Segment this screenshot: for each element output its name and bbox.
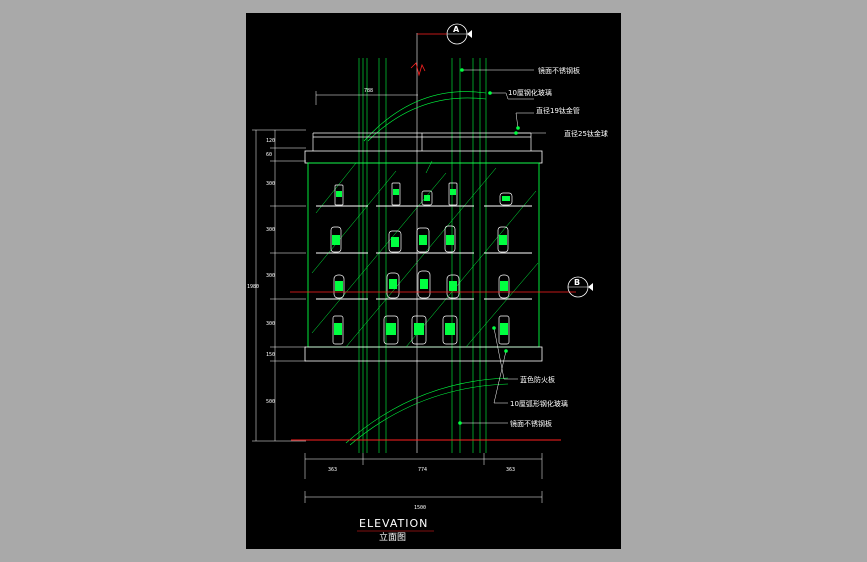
- hdim-total: 1500: [414, 505, 426, 511]
- curved-glass-bottom: [345, 377, 509, 446]
- leader-dots-bottom: [458, 326, 508, 425]
- drawing-subtitle: 立面图: [379, 531, 406, 543]
- shelves: [316, 205, 532, 300]
- top-dim-text: 788: [364, 88, 373, 94]
- vdim-7: 150: [266, 352, 275, 358]
- callout-top-4: 直径25钛金球: [564, 129, 608, 138]
- column-lines: [358, 58, 487, 453]
- horizontal-dim-chain: [304, 453, 543, 503]
- cabinet-base-band: [304, 346, 543, 362]
- marker-b-label: B: [574, 278, 580, 287]
- marker-a-label: A: [453, 25, 460, 34]
- callout-bottom-3: 镜面不锈钢板: [510, 419, 552, 428]
- hdim-3: 363: [506, 467, 515, 473]
- products: [330, 182, 513, 345]
- elevation-drawing: 788: [247, 23, 608, 543]
- callout-top-1: 镜面不锈钢板: [538, 66, 580, 75]
- curved-glass-top: [363, 91, 487, 142]
- vdim-2: 60: [266, 152, 272, 158]
- leader-dots-top: [460, 68, 520, 135]
- cabinet-top-band: [304, 150, 543, 164]
- vdim-total: 1980: [247, 284, 259, 290]
- cabinet-body: [307, 162, 540, 348]
- vertical-dim-chain: [252, 129, 306, 442]
- drawing-sheet: 788: [246, 13, 621, 549]
- vdim-3: 300: [266, 181, 275, 187]
- vdim-6: 300: [266, 321, 275, 327]
- top-dimension: [315, 91, 418, 105]
- callout-top-3: 直径19钛金管: [536, 106, 580, 115]
- product-labels: [332, 189, 510, 335]
- callout-bottom-1: 蓝色防火板: [520, 375, 555, 384]
- vdim-4: 300: [266, 227, 275, 233]
- leaders-bottom: [460, 327, 518, 424]
- callout-bottom-2: 10厘弧形钢化玻璃: [510, 399, 568, 408]
- section-marker-a: [417, 23, 472, 45]
- hdim-1: 363: [328, 467, 337, 473]
- drawing-title: ELEVATION: [359, 517, 428, 530]
- vdim-1: 120: [266, 138, 275, 144]
- break-symbol: [410, 62, 426, 77]
- vdim-5: 300: [266, 273, 275, 279]
- glass-hatch: [311, 160, 539, 348]
- callout-top-2: 10厘钢化玻璃: [508, 88, 552, 97]
- vdim-8: 500: [266, 399, 275, 405]
- leaders-top: [462, 69, 546, 134]
- hdim-2: 774: [418, 467, 427, 473]
- section-marker-b: [567, 276, 593, 298]
- top-rail: [312, 132, 532, 151]
